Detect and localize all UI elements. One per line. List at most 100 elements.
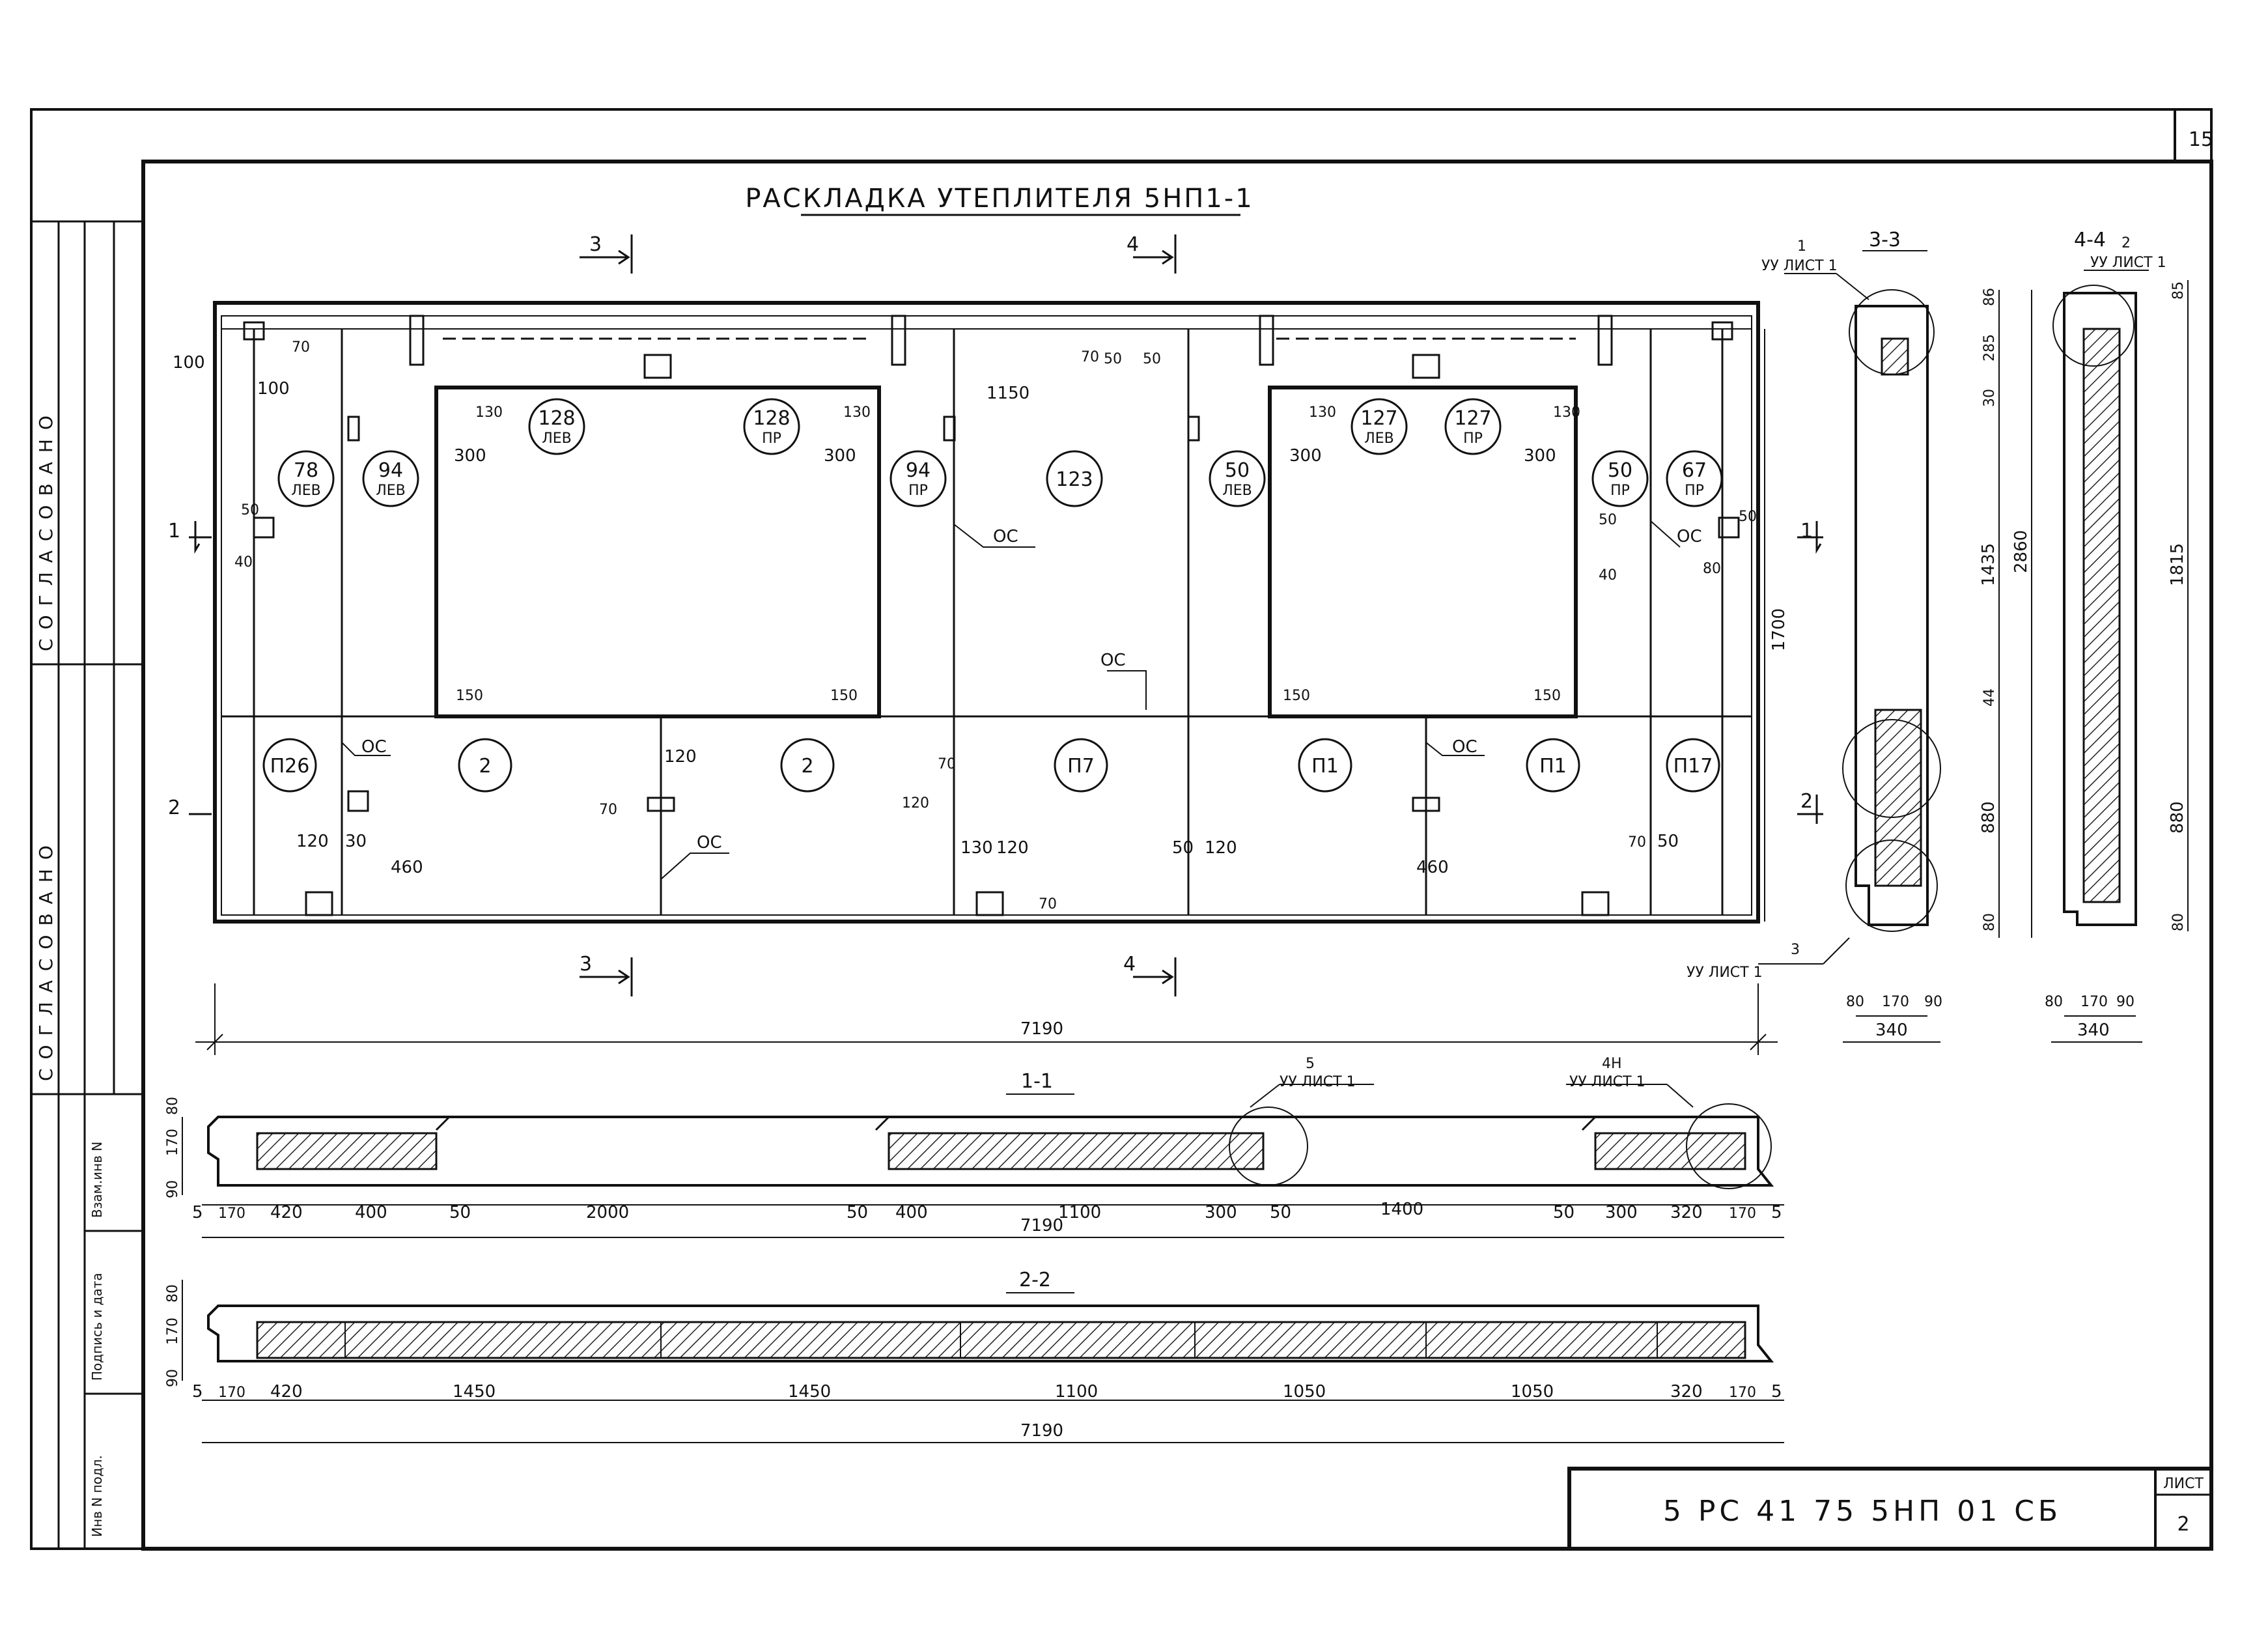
section-3-3-dim: 80 — [1846, 994, 1864, 1010]
section-1-1-dim: 1100 — [1058, 1203, 1101, 1222]
panel-label: П1 — [1539, 755, 1567, 778]
section-3-3-title: 3-3 — [1869, 229, 1901, 251]
section-2-2-dim: 1050 — [1283, 1382, 1326, 1402]
panel-label: 50 — [1225, 459, 1250, 482]
plan-dim: 460 — [1416, 858, 1449, 877]
plan-dim: 150 — [456, 688, 483, 704]
sheet-value: 2 — [2177, 1513, 2189, 1536]
section-3-3-dim: 340 — [1875, 1021, 1908, 1040]
plan-dim: 460 — [391, 858, 423, 877]
os-label: ОС — [1677, 527, 1702, 546]
plan-dim: 70 — [292, 339, 310, 356]
plan-dim: 70 — [1628, 834, 1646, 851]
plan-dim: 30 — [345, 832, 367, 851]
section-2-2-overall: 7190 — [1020, 1421, 1063, 1441]
plan-dim: 130 — [960, 838, 993, 858]
section-4-4-callout-num: 2 — [2121, 235, 2131, 251]
panel-sublabel: ЛЕВ — [1222, 483, 1252, 499]
section-1-1-dim: 50 — [449, 1203, 471, 1222]
section-2-2-title: 2-2 — [1019, 1269, 1051, 1291]
plan-dim: 40 — [1599, 567, 1617, 584]
section-4-4-dim: 340 — [2077, 1021, 2110, 1040]
section-1-1-dim: 400 — [895, 1203, 928, 1222]
agreed-label-1: СОГЛАСОВАНО — [35, 406, 57, 651]
panel-label: 2 — [479, 755, 491, 778]
section-mark-4-top: 4 — [1127, 233, 1139, 256]
plan-dim: 120 — [996, 838, 1029, 858]
section-4-4-dim: 80 — [2170, 913, 2187, 931]
panel-label: 50 — [1608, 459, 1632, 482]
plan-dim: 70 — [1039, 896, 1057, 912]
panel-sublabel: ПР — [1610, 483, 1630, 499]
sheet-label: ЛИСТ — [2163, 1476, 2204, 1492]
plan-dim: 120 — [902, 795, 929, 811]
section-1-1 — [182, 1084, 1784, 1238]
field-inv-original: Инв N подл. — [89, 1455, 105, 1537]
section-2-2-dims: 5 170 420 1450 1450 1100 1050 1050 320 1… — [192, 1382, 1782, 1402]
section-1-1-dim: 50 — [847, 1203, 868, 1222]
os-label: ОС — [361, 737, 387, 757]
panel-label: П26 — [270, 755, 310, 778]
section-3-3-callout-num: 1 — [1797, 238, 1806, 255]
section-1-1-left-dim: 80 — [165, 1097, 181, 1115]
section-2-2-dim: 1450 — [788, 1382, 831, 1402]
section-3-3-dim: 170 — [1882, 994, 1909, 1010]
panel-label: 94 — [906, 459, 931, 482]
section-3-3-dim: 90 — [1924, 994, 1942, 1010]
section-mark-1-left: 1 — [168, 520, 180, 543]
title-block — [1567, 1467, 2213, 1551]
panel-label: 127 — [1454, 407, 1491, 430]
section-1-1-dim: 1400 — [1380, 1200, 1423, 1219]
os-label: ОС — [993, 527, 1018, 546]
section-1-1-dim: 320 — [1670, 1203, 1703, 1222]
section-1-1-left-dim: 170 — [165, 1129, 181, 1156]
plan-dim: 150 — [1283, 688, 1310, 704]
plan-dim: 100 — [173, 353, 205, 373]
plan-dim: 100 — [257, 379, 290, 399]
panel-label: П17 — [1673, 755, 1713, 778]
section-mark-4-bottom: 4 — [1123, 953, 1136, 976]
section-1-1-overall: 7190 — [1020, 1216, 1063, 1235]
section-1-1-callout-ref: УУ ЛИСТ 1 — [1280, 1074, 1356, 1090]
plan-dim: 300 — [1524, 446, 1556, 466]
panel-sublabel: ЛЕВ — [291, 483, 321, 499]
section-3-3-dim: 880 — [1979, 801, 1998, 834]
section-3-3 — [1758, 250, 2032, 1043]
section-1-1-dim: 50 — [1553, 1203, 1575, 1222]
panel-label: 78 — [294, 459, 318, 482]
plan-dim-1700: 1700 — [1769, 608, 1789, 651]
section-4-4-title: 4-4 — [2074, 229, 2106, 251]
field-signature-date: Подпись и дата — [89, 1273, 105, 1381]
side-block — [31, 220, 143, 1550]
plan-dim: 50 — [1143, 351, 1161, 367]
panel-sublabel: ПР — [1685, 483, 1704, 499]
section-1-1-dim: 400 — [355, 1203, 387, 1222]
section-1-1-dim: 420 — [270, 1203, 303, 1222]
plan-overall-dimension — [195, 983, 1778, 1055]
section-mark-2-right: 2 — [1800, 790, 1813, 813]
section-1-1-dim: 300 — [1205, 1203, 1237, 1222]
os-label: ОС — [1452, 737, 1477, 757]
section-3-3-dim: 30 — [1981, 389, 1998, 407]
panel-sublabel: ЛЕВ — [542, 430, 572, 447]
section-2-2-dim: 5 — [1771, 1382, 1782, 1402]
plan-dim: 150 — [1533, 688, 1561, 704]
section-4-4-dim: 880 — [2168, 801, 2187, 834]
agreed-label-2: СОГЛАСОВАНО — [35, 836, 57, 1081]
section-2-2-dim: 420 — [270, 1382, 303, 1402]
oc-leaders — [341, 520, 1681, 880]
section-2-2-dim: 170 — [218, 1385, 245, 1401]
section-mark-2-left: 2 — [168, 797, 180, 819]
plan-dim: 130 — [1553, 404, 1580, 421]
section-4-4-dim: 170 — [2080, 994, 2108, 1010]
panel-sublabel: ПР — [908, 483, 928, 499]
panel-label: 2 — [801, 755, 813, 778]
section-1-1-dim: 300 — [1605, 1203, 1638, 1222]
panel-label: П7 — [1067, 755, 1095, 778]
section-2-2-left-dim: 90 — [165, 1369, 181, 1387]
section-3-3-dim: 2860 — [2011, 530, 2031, 573]
section-1-1-dim: 170 — [1729, 1206, 1756, 1222]
section-1-1-dims: 5 170 420 400 50 2000 50 400 1100 300 50… — [192, 1200, 1782, 1222]
section-1-1-title: 1-1 — [1021, 1070, 1053, 1093]
section-1-1-callout-num: 5 — [1306, 1056, 1315, 1072]
